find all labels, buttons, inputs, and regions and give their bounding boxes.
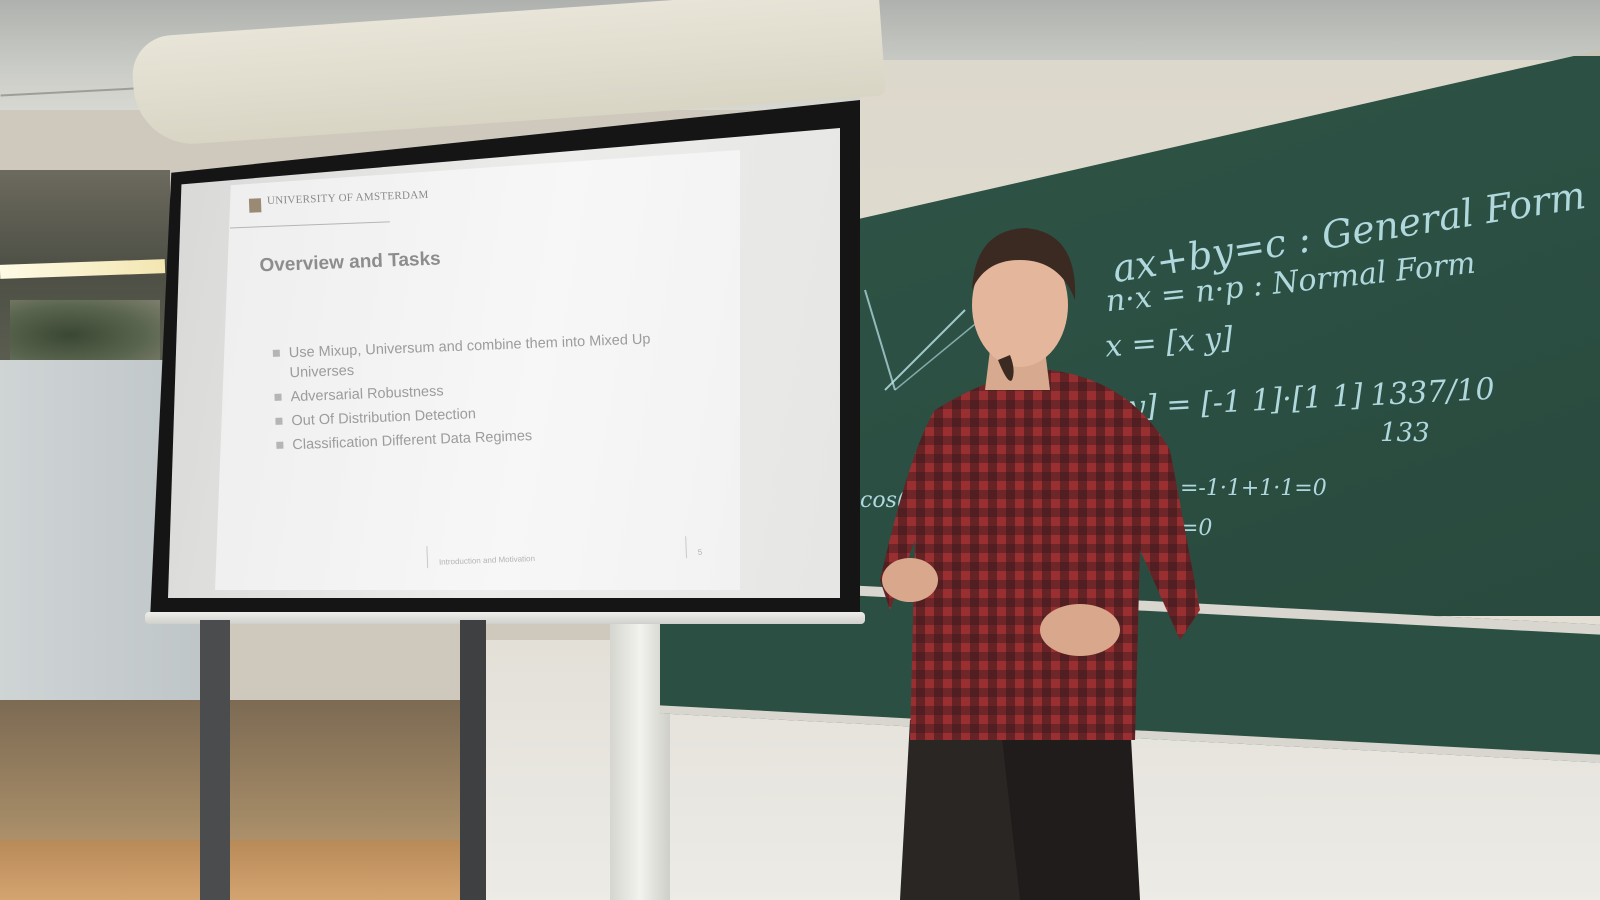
projected-slide: UNIVERSITY OF AMSTERDAM Overview and Tas…	[215, 150, 740, 590]
bullet-text: Use Mixup, Universum and combine them in…	[288, 331, 651, 382]
screen-bottom-bar	[145, 612, 865, 624]
presenter-right-hand	[1040, 604, 1120, 656]
header-rule	[229, 221, 390, 229]
floor	[0, 840, 480, 900]
slide-footer: Introduction and Motivation	[438, 554, 536, 567]
page-number: 5	[697, 547, 703, 557]
presenter-left-hand	[882, 558, 938, 602]
bullet-square-icon	[274, 393, 282, 401]
chalk-line-result: =-1·1+1·1=0	[1180, 476, 1327, 501]
bullet-list: Use Mixup, Universum and combine them in…	[272, 327, 706, 459]
bullet-text: Out Of Distribution Detection	[291, 406, 477, 430]
presenter-face	[972, 243, 1068, 367]
presenter-shirt	[880, 370, 1200, 740]
bullet-square-icon	[272, 349, 280, 357]
footer-divider	[426, 546, 429, 569]
university-crest-icon	[248, 198, 262, 213]
chalk-line-133: 133	[1380, 418, 1430, 448]
screen-stand-right	[460, 620, 486, 900]
slide-title: Overview and Tasks	[259, 248, 442, 277]
footer-divider	[685, 536, 688, 559]
plant-pattern	[10, 300, 160, 370]
chalk-vector-diagram	[864, 289, 981, 391]
bullet-text: Adversarial Robustness	[290, 383, 444, 406]
bullet-square-icon	[275, 417, 283, 425]
presenter-trousers	[900, 720, 1030, 900]
bullet-text: Classification Different Data Regimes	[292, 428, 533, 454]
screen-stand-left	[200, 620, 230, 900]
presenter-hair	[972, 228, 1076, 300]
presenter-goatee	[998, 355, 1014, 381]
presenter	[880, 228, 1200, 900]
bullet-square-icon	[276, 441, 284, 449]
chalk-line-fraction: 1337/10	[1369, 371, 1496, 414]
university-name: UNIVERSITY OF AMSTERDAM	[266, 188, 429, 208]
